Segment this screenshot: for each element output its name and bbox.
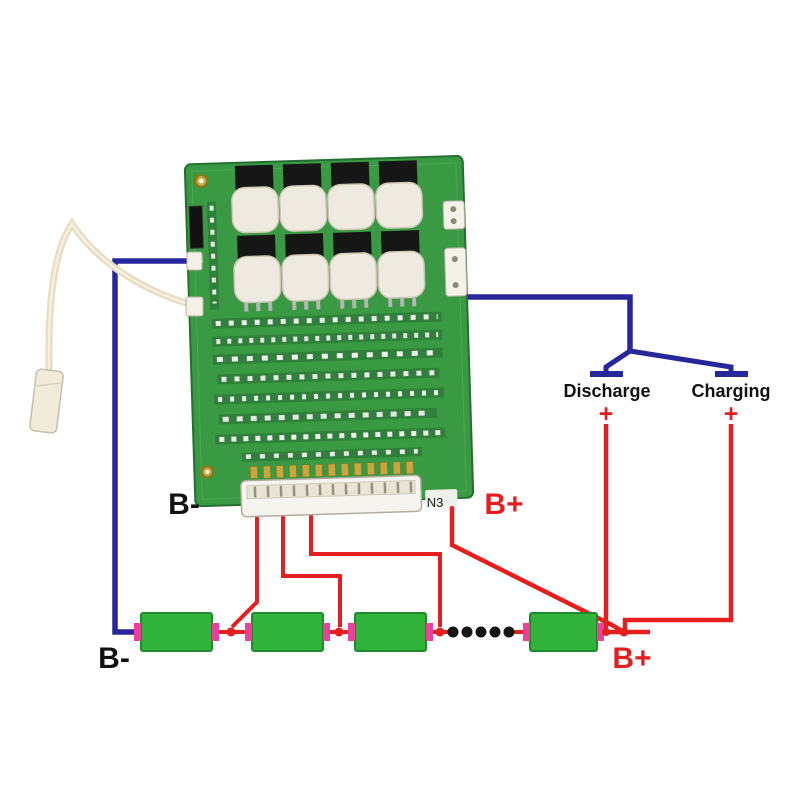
battery-cells [140,612,598,652]
ellipsis-dots [447,626,515,638]
n3-silkscreen-patch [425,489,458,508]
pack-b-plus-label: B+ [612,642,651,675]
connector-pins [253,481,413,498]
mosfet-bank [231,181,426,304]
mounting-hole-bottom-center [205,469,210,475]
pin-header [249,461,414,479]
left-component-dashes [209,205,217,304]
bms-board [183,154,475,518]
charging-minus-terminal-bar [715,371,748,377]
mosfet-legs [244,297,417,312]
power-pads [442,200,468,297]
connector-id-label: N3 [427,495,444,510]
temperature-sensor [29,217,204,434]
discharge-minus-terminal-bar [590,371,623,377]
balance-wire-2 [281,508,342,627]
board-b-plus-label: B+ [484,488,523,521]
balance-wire-3 [309,508,442,627]
b-plus-board-wire [449,497,624,633]
cell-1 [140,612,213,652]
thermistor-body [29,368,64,434]
wire-junction-dots [226,627,629,637]
charging-label: Charging [692,381,771,401]
discharge-minus-branch [603,348,632,372]
charging-minus-branch [629,348,734,372]
sensor-wire [45,217,201,372]
battery-pack [134,612,629,652]
mosfet-tabs [234,160,420,259]
discharge-plus-sign: + [599,400,614,428]
cell-2 [251,612,324,652]
b-minus-lead-connector [186,251,203,271]
board-b-minus-label: B- [168,488,200,521]
b-minus-wire [112,258,204,635]
sensor-board-connector [185,296,204,317]
thermistor-seam [35,382,61,387]
smd-rows [211,311,446,462]
cell-n [529,612,598,652]
cell-terminals [134,623,604,641]
mounting-hole-top-center [198,178,204,184]
left-capacitor [188,205,204,249]
balance-connector [240,474,423,518]
balance-wire-1 [230,508,259,629]
charging-plus-sign: + [724,400,739,428]
charging-plus-wire [622,424,734,630]
labels: Discharge Charging + + B- B+ N3 B- B+ [98,381,770,675]
negative-trunk-wire [458,294,633,351]
cell-3 [354,612,427,652]
discharge-label: Discharge [563,381,650,401]
pack-b-minus-label: B- [98,642,130,675]
negative-wiring [112,258,734,635]
sensor-wire-highlight [47,221,199,370]
